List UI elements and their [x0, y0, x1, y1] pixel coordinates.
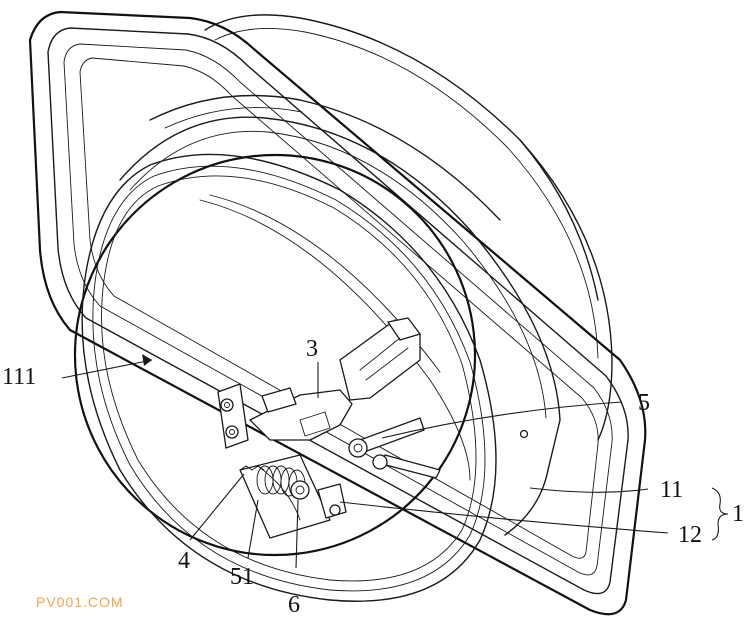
- label-12: 12: [678, 522, 702, 548]
- flange-frame: [28, 10, 647, 616]
- leader-lines: [61, 354, 729, 569]
- label-111: 111: [2, 364, 36, 390]
- label-6: 6: [288, 592, 300, 618]
- watermark-text: PV001.COM: [36, 594, 124, 610]
- label-1: 1: [732, 501, 744, 527]
- label-11: 11: [660, 477, 683, 503]
- callouts: 111 3 5 11 1 12 4 51 6: [2, 336, 744, 618]
- duct-tube: [119, 94, 561, 536]
- latch-mechanism: [217, 317, 441, 539]
- label-4: 4: [178, 548, 190, 574]
- label-51: 51: [230, 564, 254, 590]
- rear-duct-body: [204, 14, 613, 441]
- label-3: 3: [306, 336, 318, 362]
- label-5: 5: [638, 390, 650, 416]
- front-ring: [73, 153, 497, 602]
